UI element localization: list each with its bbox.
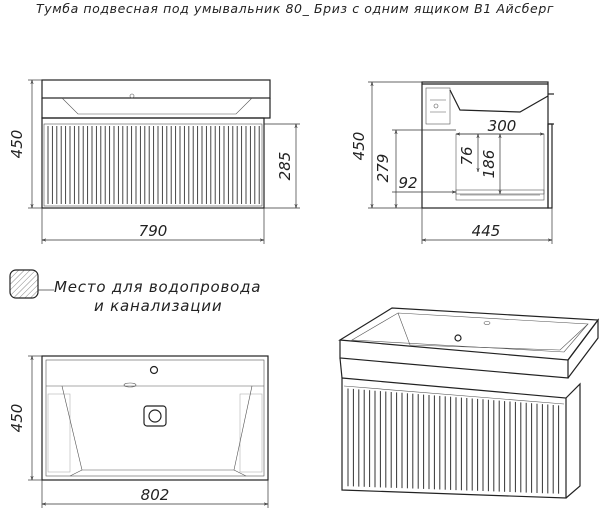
side-offset-label: 92	[398, 174, 417, 192]
side-depth-label: 445	[472, 222, 501, 240]
iso-basin-top	[338, 307, 600, 361]
top-drain	[143, 405, 167, 427]
side-outline	[421, 81, 549, 209]
top-height-label: 450	[8, 404, 26, 433]
front-drawer-label: 285	[276, 152, 294, 181]
legend-line1: Место для водопровода	[54, 278, 261, 296]
side-height-label: 450	[350, 132, 368, 161]
iso-view	[338, 307, 600, 499]
front-drain-dot	[129, 93, 135, 99]
side-drawer-height-label: 279	[374, 154, 392, 183]
front-view: 450 285 790	[8, 79, 300, 244]
iso-drain	[454, 334, 462, 342]
front-width-label: 790	[139, 222, 168, 240]
side-inner-depth-label: 300	[488, 117, 517, 135]
front-basin-body	[41, 98, 271, 119]
top-basin-slopes	[61, 385, 253, 471]
top-faucet-hole	[149, 365, 159, 375]
top-outline	[41, 355, 269, 481]
hatch-swatch-icon	[9, 269, 39, 299]
front-flutes	[47, 126, 260, 204]
legend: Место для водопровода и канализации	[9, 269, 261, 315]
side-inner-h1-label: 76	[458, 146, 476, 165]
side-view: 300 76 186 92 450 279 445	[350, 81, 554, 244]
top-view: 450 802	[8, 355, 269, 508]
drawing-title: Тумба подвесная под умывальник 80_ Бриз …	[36, 1, 554, 16]
legend-line2: и канализации	[94, 297, 222, 315]
iso-cabinet-front	[341, 377, 567, 499]
top-width-label: 802	[141, 486, 170, 504]
side-bracket	[425, 87, 451, 125]
side-drawer-front	[547, 123, 553, 209]
front-drawer	[43, 123, 263, 207]
front-cabinet	[41, 117, 265, 209]
iso-flutes	[347, 388, 560, 494]
front-height-label: 450	[8, 130, 26, 159]
side-basin-profile	[449, 89, 549, 113]
front-basin-top	[41, 79, 271, 99]
side-inner-h2-label: 186	[480, 150, 498, 179]
front-basin-inner	[61, 97, 253, 115]
